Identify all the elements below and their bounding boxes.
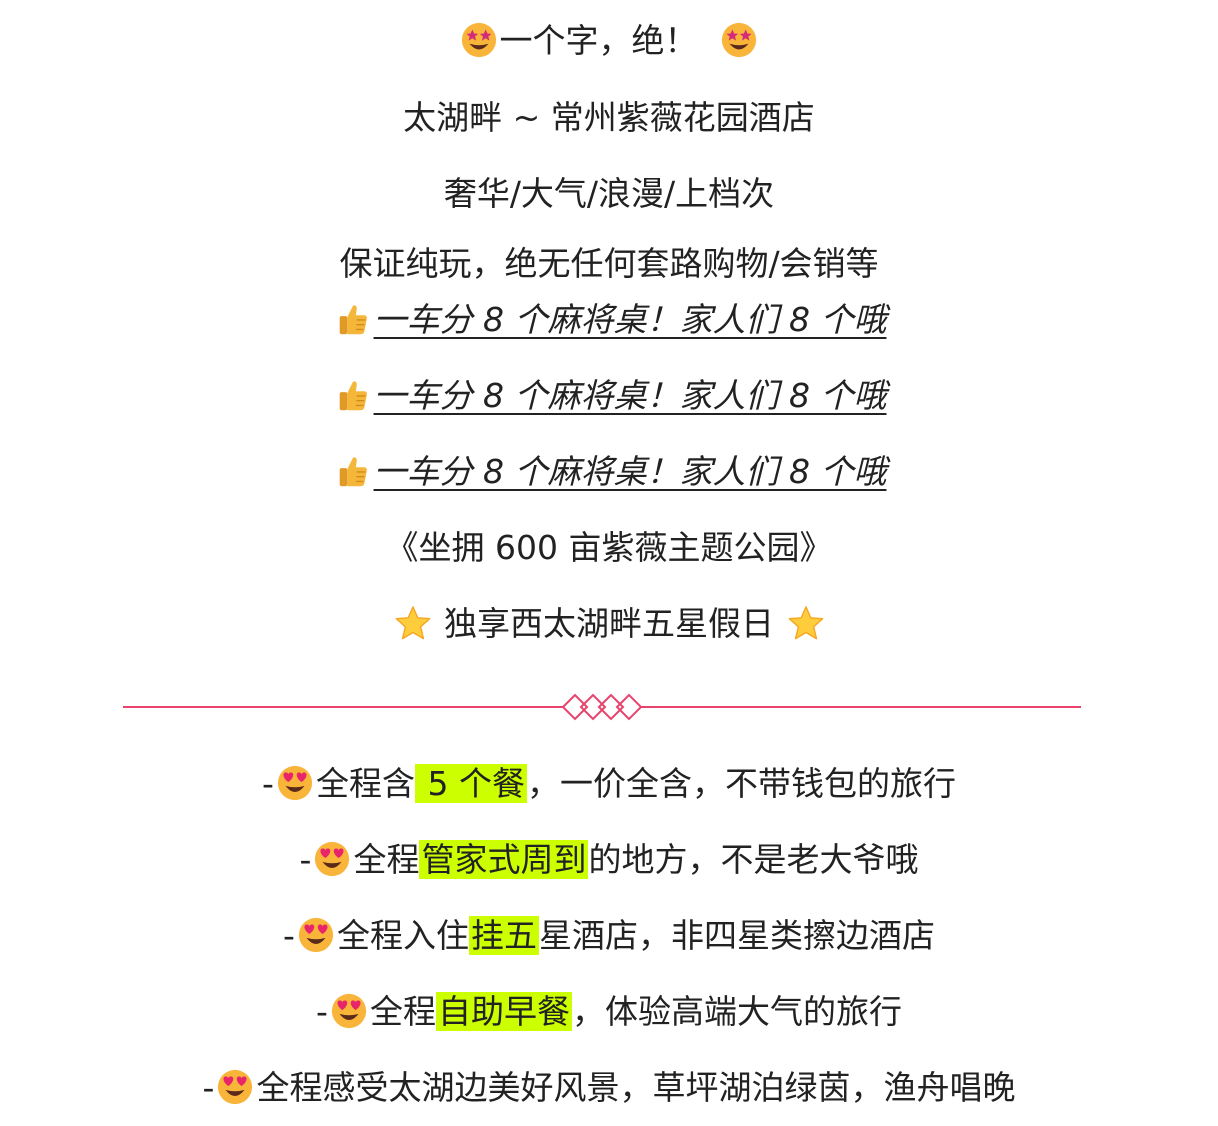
list-item: -全程感受太湖边美好风景，草坪湖泊绿茵，渔舟唱晚 xyxy=(202,1068,1016,1107)
thumbs-up-icon xyxy=(334,452,372,490)
star-struck-icon xyxy=(720,21,758,59)
holiday-text: 独享西太湖畔五星假日 xyxy=(0,600,1218,648)
thumbs-up-icon xyxy=(334,300,372,338)
headline: 一个字，绝！ xyxy=(0,17,1218,65)
heart-eyes-icon xyxy=(276,764,314,802)
guarantee-text: 保证纯玩，绝无任何套路购物/会销等 xyxy=(339,244,879,283)
star-icon xyxy=(394,604,432,642)
list-item: -全程含 5 个餐，一价全含，不带钱包的旅行 xyxy=(262,764,956,803)
highlight: 挂五 xyxy=(468,916,539,955)
mahjong-note: 一车分 8 个麻将桌！家人们 8 个哦 xyxy=(0,296,1218,344)
highlight: 自助早餐 xyxy=(435,992,572,1031)
heart-eyes-icon xyxy=(297,916,335,954)
mahjong-note: 一车分 8 个麻将桌！家人们 8 个哦 xyxy=(0,448,1218,496)
headline-text: 一个字，绝！ xyxy=(499,21,698,60)
heart-eyes-icon xyxy=(216,1068,254,1106)
list-item: -全程管家式周到的地方，不是老大爷哦 xyxy=(299,840,919,879)
hotel-name: 太湖畔 ~ 常州紫薇花园酒店 xyxy=(403,98,815,137)
park-text: 《坐拥 600 亩紫薇主题公园》 xyxy=(385,528,833,567)
heart-eyes-icon xyxy=(330,992,368,1030)
highlight: 5 个餐 xyxy=(414,764,527,803)
list-item: -全程自助早餐，体验高端大气的旅行 xyxy=(316,992,902,1031)
star-icon xyxy=(787,604,825,642)
thumbs-up-icon xyxy=(334,376,372,414)
tagline: 奢华/大气/浪漫/上档次 xyxy=(443,174,775,213)
list-item: -全程入住挂五星酒店，非四星类擦边酒店 xyxy=(283,916,935,955)
section-divider xyxy=(123,692,1081,722)
star-struck-icon xyxy=(460,21,498,59)
heart-eyes-icon xyxy=(313,840,351,878)
highlight: 管家式周到 xyxy=(419,840,589,879)
mahjong-note: 一车分 8 个麻将桌！家人们 8 个哦 xyxy=(0,372,1218,420)
